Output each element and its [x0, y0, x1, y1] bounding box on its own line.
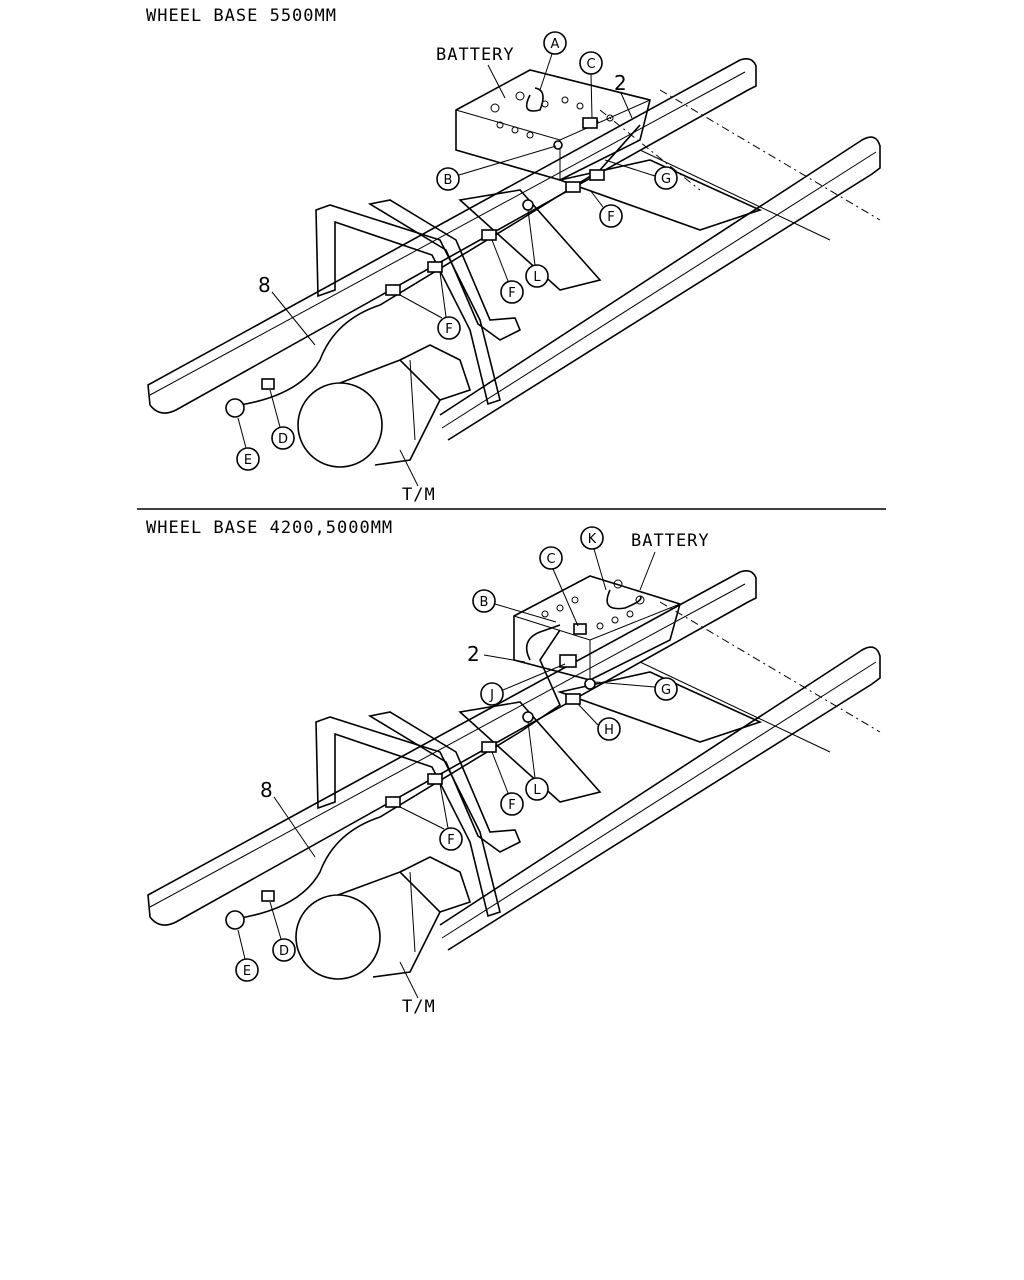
bottom-callout-c: C	[539, 546, 579, 627]
svg-text:F: F	[445, 322, 452, 337]
bottom-callout-h: H	[577, 703, 621, 741]
bottom-callout-b: B	[472, 589, 557, 623]
top-view: WHEEL BASE 5500MM	[146, 6, 881, 505]
bottom-callout-l: L	[525, 721, 549, 801]
top-num-2: 2	[614, 71, 627, 95]
svg-text:L: L	[533, 783, 541, 798]
bottom-num-2: 2	[467, 642, 480, 666]
top-callout-e: E	[236, 417, 260, 471]
svg-text:H: H	[604, 723, 614, 738]
bottom-view-title: WHEEL BASE 4200,5000MM	[146, 518, 393, 538]
svg-text:G: G	[661, 683, 671, 698]
bottom-callout-g: G	[594, 677, 678, 701]
top-callout-f2: F	[399, 271, 461, 340]
top-battery-label: BATTERY	[436, 45, 515, 65]
svg-text:K: K	[588, 532, 597, 547]
svg-text:J: J	[489, 688, 494, 703]
svg-text:C: C	[546, 552, 555, 567]
top-callout-b: B	[436, 145, 557, 191]
top-cable	[225, 117, 641, 418]
bottom-transmission	[295, 856, 472, 980]
bottom-callout-d: D	[269, 901, 296, 962]
svg-text:F: F	[508, 286, 515, 301]
svg-text:F: F	[508, 798, 515, 813]
bottom-battery-label: BATTERY	[631, 531, 710, 551]
top-num-8: 8	[258, 273, 271, 297]
bottom-frame	[147, 570, 881, 951]
bottom-callout-f1: F	[491, 751, 524, 816]
bottom-callout-f2: F	[399, 783, 463, 851]
bottom-num-8: 8	[260, 778, 273, 802]
bottom-callout-k: K	[580, 526, 607, 591]
top-callout-d: D	[269, 389, 295, 450]
svg-text:D: D	[279, 944, 289, 959]
svg-text:D: D	[278, 432, 288, 447]
bottom-callout-e: E	[235, 929, 259, 982]
svg-text:G: G	[661, 172, 671, 187]
top-view-title: WHEEL BASE 5500MM	[146, 6, 337, 26]
bottom-view: WHEEL BASE 4200,5000MM	[146, 518, 881, 1017]
top-callout-f1: F	[589, 189, 623, 228]
svg-text:C: C	[586, 57, 595, 72]
top-callout-c: C	[579, 51, 603, 119]
top-frame	[147, 58, 881, 441]
top-callout-f3: F	[491, 239, 524, 304]
bottom-cable	[225, 623, 596, 930]
top-callout-l: L	[525, 209, 549, 288]
svg-text:F: F	[447, 833, 454, 848]
bottom-tm-label: T/M	[402, 997, 436, 1017]
top-callout-a: A	[539, 31, 567, 91]
svg-text:B: B	[480, 595, 489, 610]
top-transmission	[297, 344, 472, 468]
svg-text:F: F	[607, 210, 614, 225]
svg-text:A: A	[551, 37, 560, 52]
top-callout-g: G	[604, 159, 678, 190]
top-tm-label: T/M	[402, 485, 436, 505]
bottom-callout-j: J	[480, 663, 566, 706]
svg-text:E: E	[243, 964, 251, 979]
svg-text:E: E	[244, 453, 252, 468]
svg-text:L: L	[533, 270, 541, 285]
svg-text:B: B	[444, 173, 453, 188]
